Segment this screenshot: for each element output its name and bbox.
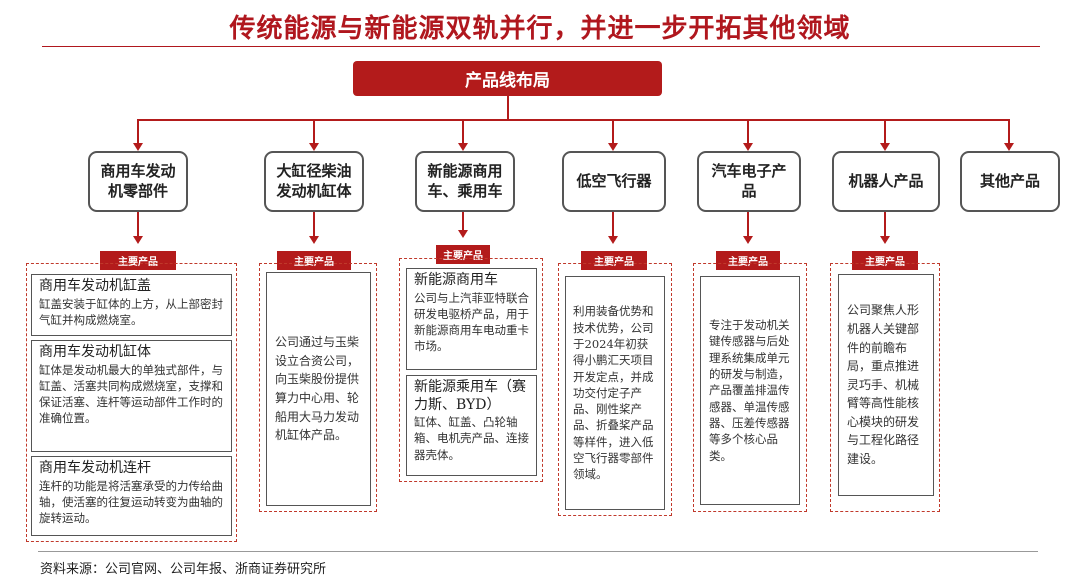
category-commercial-engine-parts: 商用车发动机零部件 bbox=[88, 151, 188, 212]
product-description: 连杆的功能是将活塞承受的力传给曲轴，使活塞的往复运动转变为曲轴的旋转运动。 bbox=[39, 478, 223, 526]
product-description: 缸体、缸盖、凸轮轴箱、电机壳产品、连接器壳体。 bbox=[414, 415, 529, 462]
product-title: 新能源商用车 bbox=[414, 272, 498, 288]
arrow-down-icon bbox=[458, 143, 468, 151]
product-description: 公司聚焦人形机器人关键部件的前瞻布局，重点推进灵巧手、机械臂等高性能核心模块的研… bbox=[847, 303, 920, 467]
source-divider bbox=[38, 551, 1038, 552]
main-products-tag: 主要产品 bbox=[436, 245, 490, 264]
arrow-down-icon bbox=[1004, 143, 1014, 151]
product-description: 利用装备优势和技术优势，公司于2024年初获得小鹏汇天项目开发定点，并成功交付定… bbox=[573, 304, 654, 482]
main-products-tag: 主要产品 bbox=[277, 251, 351, 270]
product-title: 商用车发动机连杆 bbox=[39, 460, 151, 476]
product-description: 公司与上汽菲亚特联合研发电驱桥产品，用于新能源商用车电动重卡市场。 bbox=[414, 290, 529, 354]
connector-cat-6 bbox=[884, 212, 886, 238]
main-products-tag: 主要产品 bbox=[852, 251, 918, 270]
connector-drop-2 bbox=[313, 119, 315, 145]
connector-drop-1 bbox=[137, 119, 139, 145]
product-group-aircraft bbox=[558, 263, 672, 516]
source-note: 资料来源：公司官网、公司年报、浙商证券研究所 bbox=[40, 562, 327, 577]
category-auto-electronics: 汽车电子产品 bbox=[697, 151, 801, 212]
product-card: 商用车发动机缸体 缸体是发动机最大的单独式部件，与缸盖、活塞共同构成燃烧室，支撑… bbox=[31, 340, 232, 452]
connector-trunk bbox=[507, 96, 509, 120]
product-group-diesel bbox=[259, 263, 377, 512]
product-card: 商用车发动机连杆 连杆的功能是将活塞承受的力传给曲轴，使活塞的往复运动转变为曲轴… bbox=[31, 456, 232, 536]
title-divider bbox=[42, 46, 1040, 47]
product-group-electronics bbox=[693, 263, 807, 512]
arrow-down-icon bbox=[880, 143, 890, 151]
product-card: 利用装备优势和技术优势，公司于2024年初获得小鹏汇天项目开发定点，并成功交付定… bbox=[565, 276, 665, 510]
arrow-down-icon bbox=[608, 143, 618, 151]
main-products-tag: 主要产品 bbox=[581, 251, 647, 270]
arrow-down-icon bbox=[458, 230, 468, 238]
arrow-down-icon bbox=[133, 236, 143, 244]
product-title: 新能源乘用车（赛力斯、BYD） bbox=[414, 379, 526, 413]
connector-cat-4 bbox=[612, 212, 614, 238]
product-group-new-energy bbox=[399, 258, 543, 482]
connector-drop-7 bbox=[1008, 119, 1010, 145]
arrow-down-icon bbox=[743, 236, 753, 244]
arrow-down-icon bbox=[133, 143, 143, 151]
product-group-commercial bbox=[26, 263, 237, 542]
category-robotics: 机器人产品 bbox=[832, 151, 940, 212]
connector-cat-2 bbox=[313, 212, 315, 238]
product-title: 商用车发动机缸体 bbox=[39, 344, 151, 360]
product-card: 公司聚焦人形机器人关键部件的前瞻布局，重点推进灵巧手、机械臂等高性能核心模块的研… bbox=[838, 274, 934, 496]
connector-bus bbox=[137, 119, 1010, 121]
product-card: 公司通过与玉柴设立合资公司，向玉柴股份提供算力中心用、轮船用大马力发动机缸体产品… bbox=[266, 272, 371, 506]
product-description: 专注于发动机关键传感器与后处理系统集成单元的研发与制造，产品覆盖排温传感器、单温… bbox=[709, 318, 790, 463]
arrow-down-icon bbox=[608, 236, 618, 244]
category-low-altitude-aircraft: 低空飞行器 bbox=[562, 151, 666, 212]
category-diesel-engine-block: 大缸径柴油发动机缸体 bbox=[264, 151, 364, 212]
product-card: 专注于发动机关键传感器与后处理系统集成单元的研发与制造，产品覆盖排温传感器、单温… bbox=[700, 276, 800, 505]
connector-drop-3 bbox=[462, 119, 464, 145]
product-group-robotics bbox=[830, 263, 940, 512]
product-card: 商用车发动机缸盖 缸盖安装于缸体的上方，从上部密封气缸并构成燃烧室。 bbox=[31, 274, 232, 336]
connector-drop-6 bbox=[884, 119, 886, 145]
main-products-tag: 主要产品 bbox=[716, 251, 780, 270]
connector-drop-4 bbox=[612, 119, 614, 145]
product-card: 新能源乘用车（赛力斯、BYD） 缸体、缸盖、凸轮轴箱、电机壳产品、连接器壳体。 bbox=[406, 375, 537, 476]
arrow-down-icon bbox=[309, 236, 319, 244]
product-title: 商用车发动机缸盖 bbox=[39, 278, 151, 294]
product-description: 缸体是发动机最大的单独式部件，与缸盖、活塞共同构成燃烧室，支撑和保证活塞、连杆等… bbox=[39, 362, 223, 426]
connector-cat-3 bbox=[462, 212, 464, 232]
arrow-down-icon bbox=[880, 236, 890, 244]
main-products-tag: 主要产品 bbox=[100, 251, 176, 270]
page-title: 传统能源与新能源双轨并行，并进一步开拓其他领域 bbox=[229, 14, 851, 44]
category-other-products: 其他产品 bbox=[960, 151, 1060, 212]
root-node: 产品线布局 bbox=[353, 61, 662, 96]
product-description: 缸盖安装于缸体的上方，从上部密封气缸并构成燃烧室。 bbox=[39, 296, 223, 327]
arrow-down-icon bbox=[743, 143, 753, 151]
connector-drop-5 bbox=[747, 119, 749, 145]
arrow-down-icon bbox=[309, 143, 319, 151]
product-card: 新能源商用车 公司与上汽菲亚特联合研发电驱桥产品，用于新能源商用车电动重卡市场。 bbox=[406, 268, 537, 370]
connector-cat-1 bbox=[137, 212, 139, 238]
category-new-energy-vehicles: 新能源商用车、乘用车 bbox=[415, 151, 515, 212]
product-description: 公司通过与玉柴设立合资公司，向玉柴股份提供算力中心用、轮船用大马力发动机缸体产品… bbox=[275, 335, 360, 443]
connector-cat-5 bbox=[747, 212, 749, 238]
